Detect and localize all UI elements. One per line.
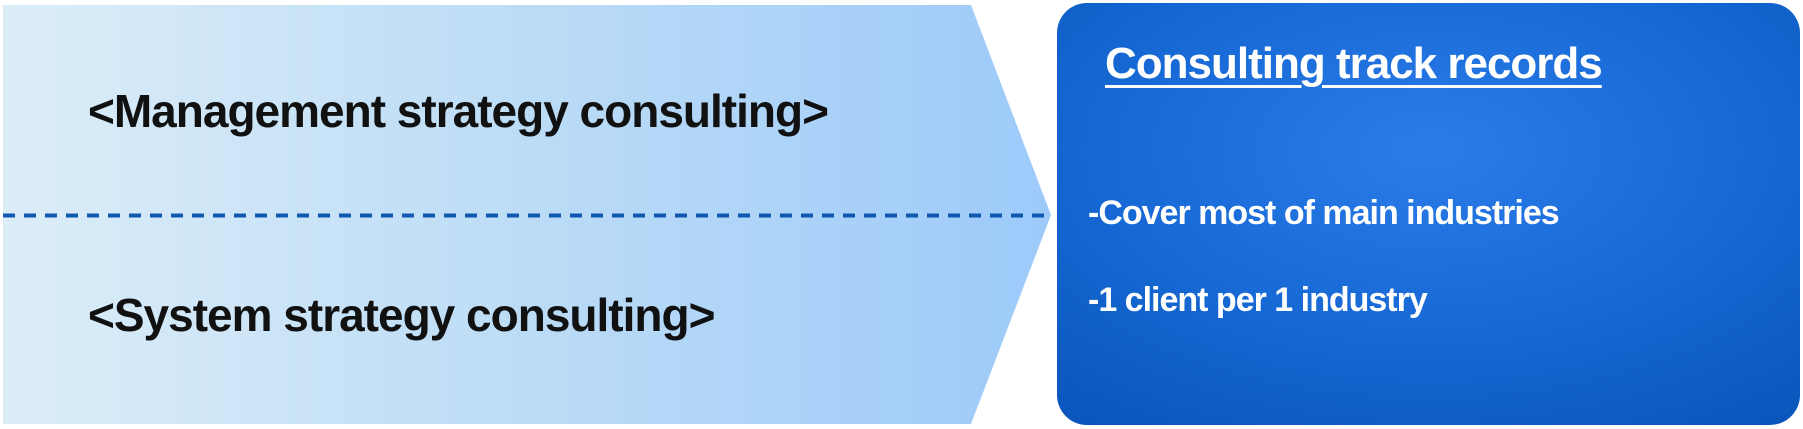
consulting-track-records-title: Consulting track records: [1105, 39, 1603, 88]
management-strategy-consulting-label: <Management strategy consulting>: [88, 85, 829, 137]
panel-bullet-cover-industries: -Cover most of main industries: [1088, 194, 1560, 232]
results-panel-shape: [1057, 3, 1800, 425]
panel-bullet-one-client-per-industry: -1 client per 1 industry: [1088, 281, 1428, 319]
arrow-shape: [3, 5, 1051, 424]
system-strategy-consulting-label: <System strategy consulting>: [88, 289, 715, 341]
